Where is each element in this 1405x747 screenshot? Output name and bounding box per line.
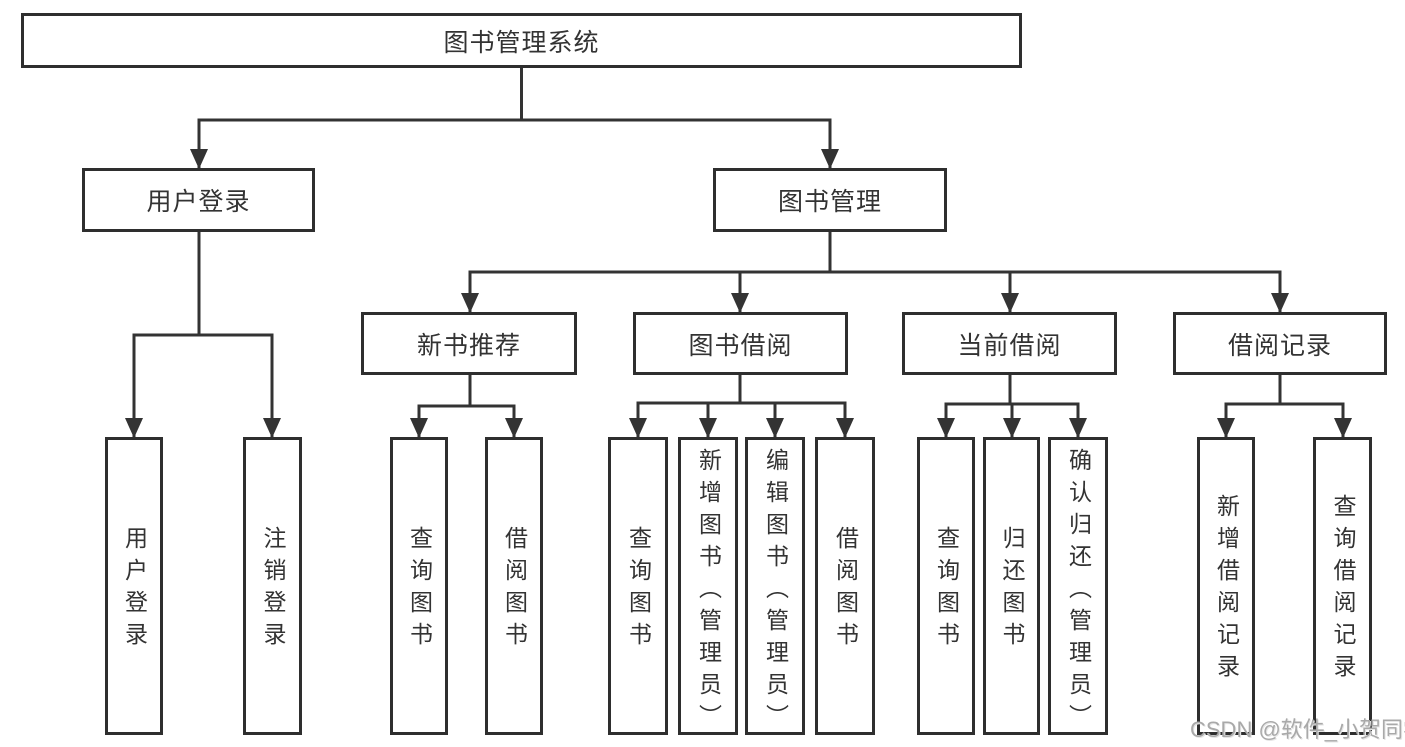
- node-leaf-edit-book-admin: 编辑图书（管理员）: [745, 437, 805, 736]
- node-leaf-borrow-book-1: 借阅图书: [485, 437, 543, 735]
- node-leaf-query-book-2: 查询图书: [608, 437, 668, 735]
- node-new-book-recommend: 新书推荐: [361, 312, 577, 375]
- node-leaf-logout: 注销登录: [243, 437, 302, 735]
- node-leaf-confirm-return-admin: 确认归还（管理员）: [1048, 437, 1108, 736]
- node-leaf-return-book: 归还图书: [983, 437, 1040, 735]
- node-leaf-add-book-admin: 新增图书（管理员）: [678, 437, 738, 736]
- node-leaf-query-borrow-record: 查询借阅记录: [1313, 437, 1372, 735]
- watermark: CSDN @软件_小贺同学: [1190, 717, 1405, 742]
- node-current-borrowing: 当前借阅: [902, 312, 1117, 375]
- node-leaf-user-login: 用户登录: [105, 437, 163, 735]
- node-root: 图书管理系统: [21, 13, 1022, 68]
- node-borrowing-records: 借阅记录: [1173, 312, 1387, 375]
- node-book-borrowing: 图书借阅: [633, 312, 848, 375]
- node-leaf-add-borrow-record: 新增借阅记录: [1197, 437, 1255, 735]
- node-user-login: 用户登录: [82, 168, 315, 232]
- node-leaf-query-book-3: 查询图书: [917, 437, 975, 735]
- node-book-management: 图书管理: [713, 168, 947, 232]
- node-leaf-query-book-1: 查询图书: [390, 437, 448, 735]
- node-leaf-borrow-book-2: 借阅图书: [815, 437, 875, 735]
